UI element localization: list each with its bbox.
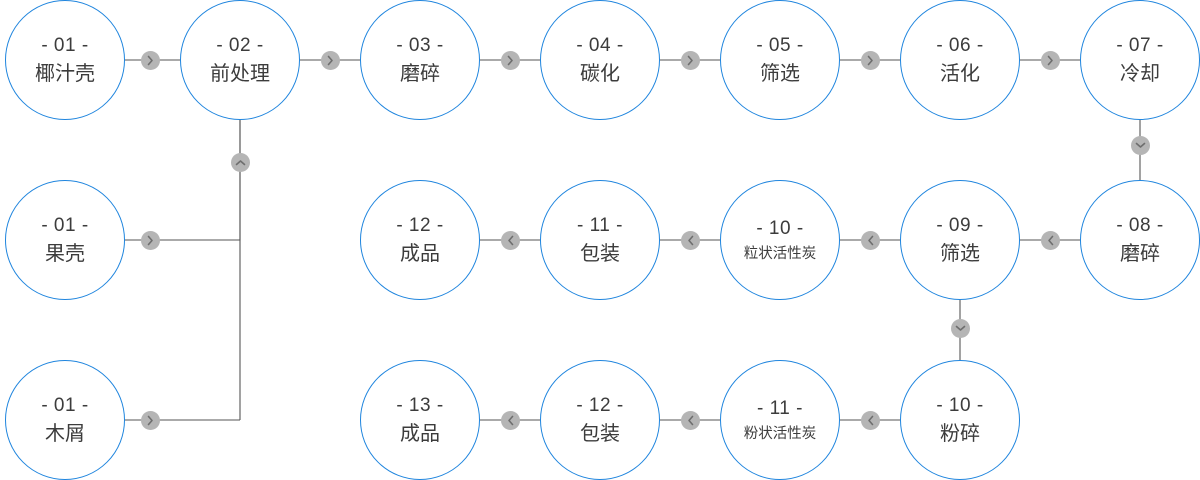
arrow-right-icon <box>140 230 160 250</box>
node-index: - 05 - <box>756 35 804 56</box>
edge-n8-n2 <box>125 120 241 241</box>
node-index: - 10 - <box>936 395 984 416</box>
arrow-left-icon <box>1040 230 1060 250</box>
node-index: - 01 - <box>41 215 89 236</box>
node-label: 椰汁壳 <box>35 63 95 85</box>
node-label: 磨碎 <box>400 63 440 85</box>
arrow-right-icon <box>320 50 340 70</box>
node-n4[interactable]: - 04 - 碳化 <box>540 0 660 120</box>
node-index: - 10 - <box>756 217 804 239</box>
node-label: 活化 <box>940 63 980 85</box>
node-n2[interactable]: - 02 - 前处理 <box>180 0 300 120</box>
arrow-right-icon <box>140 410 160 430</box>
node-label: 成品 <box>400 243 440 265</box>
node-label: 木屑 <box>45 423 85 445</box>
node-label: 包装 <box>580 423 620 445</box>
node-n3[interactable]: - 03 - 磨碎 <box>360 0 480 120</box>
node-label: 粒状活性炭 <box>743 245 817 262</box>
node-label: 成品 <box>400 423 440 445</box>
arrow-left-icon <box>500 230 520 250</box>
node-n12[interactable]: - 09 - 筛选 <box>900 180 1020 300</box>
node-label: 包装 <box>580 243 620 265</box>
node-n17[interactable]: - 11 - 粉状活性炭 <box>720 360 840 480</box>
node-n1[interactable]: - 01 - 椰汁壳 <box>5 0 125 120</box>
node-label: 粉状活性炭 <box>743 425 817 442</box>
node-label: 果壳 <box>45 243 85 265</box>
arrow-left-icon <box>500 410 520 430</box>
arrow-left-icon <box>860 410 880 430</box>
node-label: 磨碎 <box>1120 243 1160 265</box>
arrow-right-icon <box>680 50 700 70</box>
node-n5[interactable]: - 05 - 筛选 <box>720 0 840 120</box>
node-index: - 03 - <box>396 35 444 56</box>
node-n10[interactable]: - 11 - 包装 <box>540 180 660 300</box>
node-label: 碳化 <box>580 63 620 85</box>
node-label: 冷却 <box>1120 63 1160 85</box>
arrow-right-icon <box>1040 50 1060 70</box>
node-index: - 13 - <box>396 395 444 416</box>
arrow-up-icon <box>230 152 250 172</box>
arrow-right-icon <box>860 50 880 70</box>
node-index: - 04 - <box>576 35 624 56</box>
node-index: - 06 - <box>936 35 984 56</box>
arrow-left-icon <box>680 230 700 250</box>
node-index: - 01 - <box>41 395 89 416</box>
node-index: - 11 - <box>577 215 623 236</box>
arrow-right-icon <box>500 50 520 70</box>
node-index: - 01 - <box>41 35 89 56</box>
node-index: - 09 - <box>936 215 984 236</box>
arrow-down-icon <box>1130 135 1150 155</box>
node-label: 筛选 <box>760 63 800 85</box>
node-n14[interactable]: - 01 - 木屑 <box>5 360 125 480</box>
node-label: 筛选 <box>940 243 980 265</box>
arrow-down-icon <box>950 318 970 338</box>
node-index: - 08 - <box>1116 215 1164 236</box>
node-n18[interactable]: - 10 - 粉碎 <box>900 360 1020 480</box>
node-label: 粉碎 <box>940 423 980 445</box>
node-n8[interactable]: - 01 - 果壳 <box>5 180 125 300</box>
node-n15[interactable]: - 13 - 成品 <box>360 360 480 480</box>
node-label: 前处理 <box>210 63 270 85</box>
node-n16[interactable]: - 12 - 包装 <box>540 360 660 480</box>
node-n9[interactable]: - 12 - 成品 <box>360 180 480 300</box>
arrow-left-icon <box>860 230 880 250</box>
node-n6[interactable]: - 06 - 活化 <box>900 0 1020 120</box>
node-n7[interactable]: - 07 - 冷却 <box>1080 0 1200 120</box>
node-index: - 12 - <box>396 215 444 236</box>
node-n13[interactable]: - 08 - 磨碎 <box>1080 180 1200 300</box>
node-index: - 11 - <box>757 397 803 419</box>
node-n11[interactable]: - 10 - 粒状活性炭 <box>720 180 840 300</box>
arrow-right-icon <box>140 50 160 70</box>
arrow-left-icon <box>680 410 700 430</box>
node-index: - 02 - <box>216 35 264 56</box>
node-index: - 12 - <box>576 395 624 416</box>
node-index: - 07 - <box>1116 35 1164 56</box>
